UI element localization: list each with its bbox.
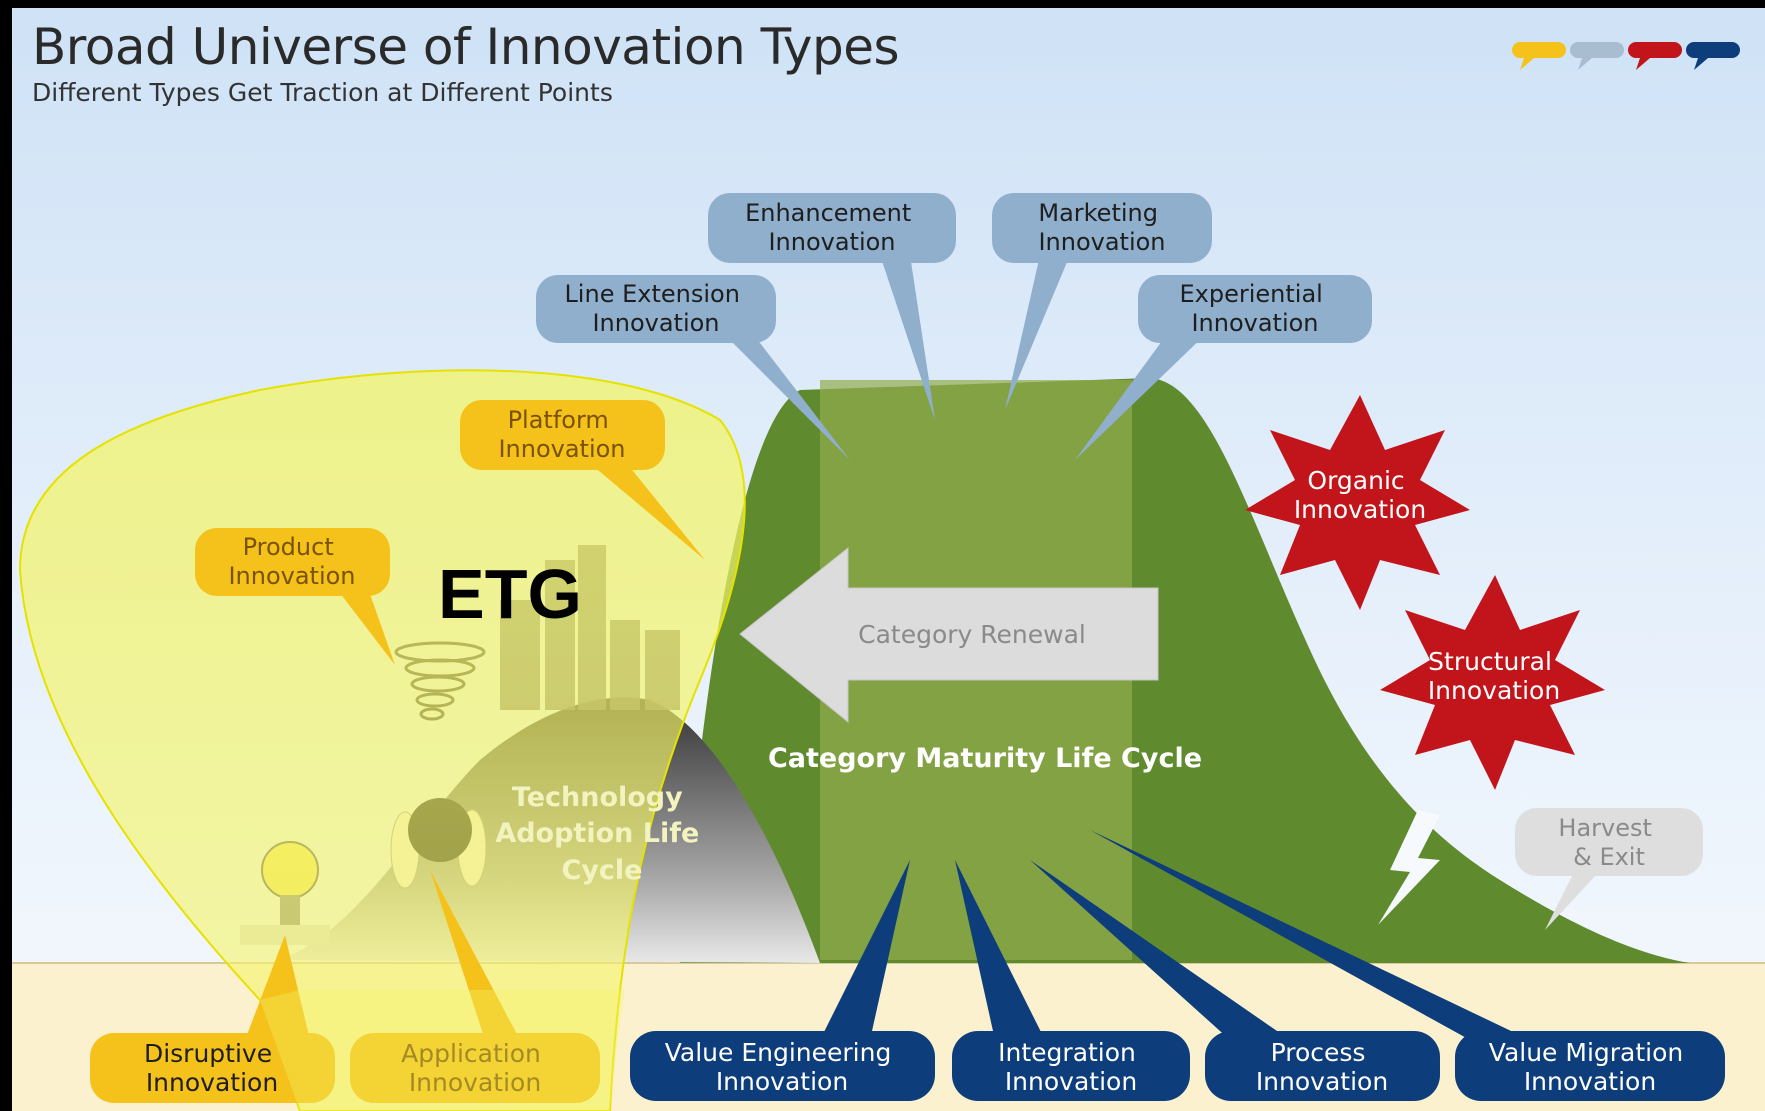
svg-text:Application Innovation: Application Innovation bbox=[401, 1039, 549, 1097]
value-migration-innovation-callout[interactable] bbox=[1455, 1031, 1725, 1101]
svg-text:Value Engineering Innova: Value Engineering Innovation bbox=[665, 1038, 900, 1096]
marketing-line-2: Innovation bbox=[1038, 228, 1165, 256]
experiential-line-2: Innovation bbox=[1191, 309, 1318, 337]
value-engineering-innovation-callout[interactable] bbox=[630, 1031, 935, 1101]
organic-innovation-starburst[interactable] bbox=[1245, 395, 1470, 610]
svg-text:Value Migration Innovati: Value Migration Innovation bbox=[1489, 1038, 1691, 1096]
legend-bubbles bbox=[1512, 42, 1740, 70]
experiential-innovation-callout[interactable] bbox=[1138, 275, 1372, 343]
platform-line-2: Innovation bbox=[498, 435, 625, 463]
etg-label: ETG bbox=[438, 555, 582, 633]
page-title: Broad Universe of Innovation Types bbox=[32, 18, 900, 76]
process-innovation-callout[interactable] bbox=[1205, 1031, 1440, 1101]
integration-line-2: Innovation bbox=[1005, 1067, 1137, 1096]
organic-line-1: Organic bbox=[1307, 466, 1404, 495]
harvest-line-1: Harvest bbox=[1558, 814, 1652, 842]
platform-line-1: Platform bbox=[508, 406, 609, 434]
value-migration-line-2: Innovation bbox=[1524, 1067, 1656, 1096]
organic-line-2: Innovation bbox=[1294, 495, 1426, 524]
svg-text:Process Innovation: Process Innovation bbox=[1256, 1038, 1388, 1096]
callout-tails bbox=[245, 255, 1610, 1040]
structural-line-2: Innovation bbox=[1428, 676, 1560, 705]
application-line-2: Innovation bbox=[409, 1068, 541, 1097]
marketing-innovation-callout[interactable] bbox=[992, 193, 1212, 263]
platform-innovation-callout[interactable] bbox=[460, 400, 665, 470]
value-engineering-line-1: Value Engineering bbox=[665, 1038, 892, 1067]
svg-text:Technology Adoption Life: Technology Adoption Life Cycle bbox=[495, 782, 708, 886]
structural-innovation-starburst[interactable] bbox=[1380, 575, 1605, 790]
svg-text:Integration Innovation: Integration Innovation bbox=[998, 1038, 1144, 1096]
product-line-2: Innovation bbox=[228, 562, 355, 590]
svg-text:Marketing Innovation: Marketing Innovation bbox=[1038, 199, 1165, 256]
line-extension-line-2: Innovation bbox=[592, 309, 719, 337]
diagram-svg: Enhancement Innovation Marketing Innovat… bbox=[12, 42, 1765, 1111]
svg-text:Line Extension Innovatio: Line Extension Innovation bbox=[564, 280, 747, 337]
etg-overlay-lower bbox=[260, 990, 625, 1111]
disruptive-line-1: Disruptive bbox=[144, 1039, 272, 1068]
product-innovation-callout[interactable] bbox=[195, 528, 390, 596]
tech-adoption-line-3: Cycle bbox=[562, 855, 643, 886]
process-line-1: Process bbox=[1271, 1038, 1366, 1067]
line-extension-line-1: Line Extension bbox=[564, 280, 739, 308]
tech-adoption-line-1: Technology bbox=[512, 782, 683, 813]
structural-line-1: Structural bbox=[1428, 647, 1552, 676]
integration-innovation-callout[interactable] bbox=[952, 1031, 1190, 1101]
application-line-1: Application bbox=[401, 1039, 541, 1068]
process-line-2: Innovation bbox=[1256, 1067, 1388, 1096]
svg-text:Product Innovation: Product Innovation bbox=[228, 533, 355, 590]
experiential-line-1: Experiential bbox=[1180, 280, 1323, 308]
svg-text:Platform Innovation: Platform Innovation bbox=[498, 406, 625, 463]
disruptive-line-2: Innovation bbox=[146, 1068, 278, 1097]
svg-text:Experiential Innovation: Experiential Innovation bbox=[1180, 280, 1331, 337]
enhancement-line-2: Innovation bbox=[768, 228, 895, 256]
svg-text:Disruptive Innovation: Disruptive Innovation bbox=[144, 1039, 280, 1097]
svg-text:Enhancement Innovation: Enhancement Innovation bbox=[745, 199, 919, 256]
value-engineering-line-2: Innovation bbox=[716, 1067, 848, 1096]
application-innovation-callout[interactable] bbox=[350, 1033, 600, 1103]
value-migration-line-1: Value Migration bbox=[1489, 1038, 1683, 1067]
product-line-1: Product bbox=[243, 533, 334, 561]
integration-line-1: Integration bbox=[998, 1038, 1136, 1067]
tech-adoption-line-2: Adoption Life bbox=[495, 818, 699, 849]
lightning-bolt bbox=[1378, 810, 1440, 925]
diagram-frame: Enhancement Innovation Marketing Innovat… bbox=[12, 8, 1765, 1111]
page-subtitle: Different Types Get Traction at Differen… bbox=[32, 78, 613, 107]
category-renewal-arrow[interactable] bbox=[739, 546, 1159, 724]
harvest-line-2: & Exit bbox=[1573, 843, 1645, 871]
line-extension-innovation-callout[interactable] bbox=[536, 275, 776, 343]
disruptive-innovation-callout[interactable] bbox=[90, 1033, 335, 1103]
category-renewal-label: Category Renewal bbox=[858, 620, 1086, 649]
enhancement-innovation-callout[interactable] bbox=[708, 193, 956, 263]
marketing-line-1: Marketing bbox=[1038, 199, 1158, 227]
category-maturity-label: Category Maturity Life Cycle bbox=[768, 743, 1202, 774]
svg-text:Structural Innovation: Structural Innovation bbox=[1428, 647, 1560, 705]
svg-text:Harvest & Exit: Harvest & Exit bbox=[1558, 814, 1659, 871]
harvest-exit-callout[interactable] bbox=[1515, 808, 1703, 876]
enhancement-line-1: Enhancement bbox=[745, 199, 911, 227]
svg-text:Organic Innovation: Organic Innovation bbox=[1294, 466, 1426, 524]
